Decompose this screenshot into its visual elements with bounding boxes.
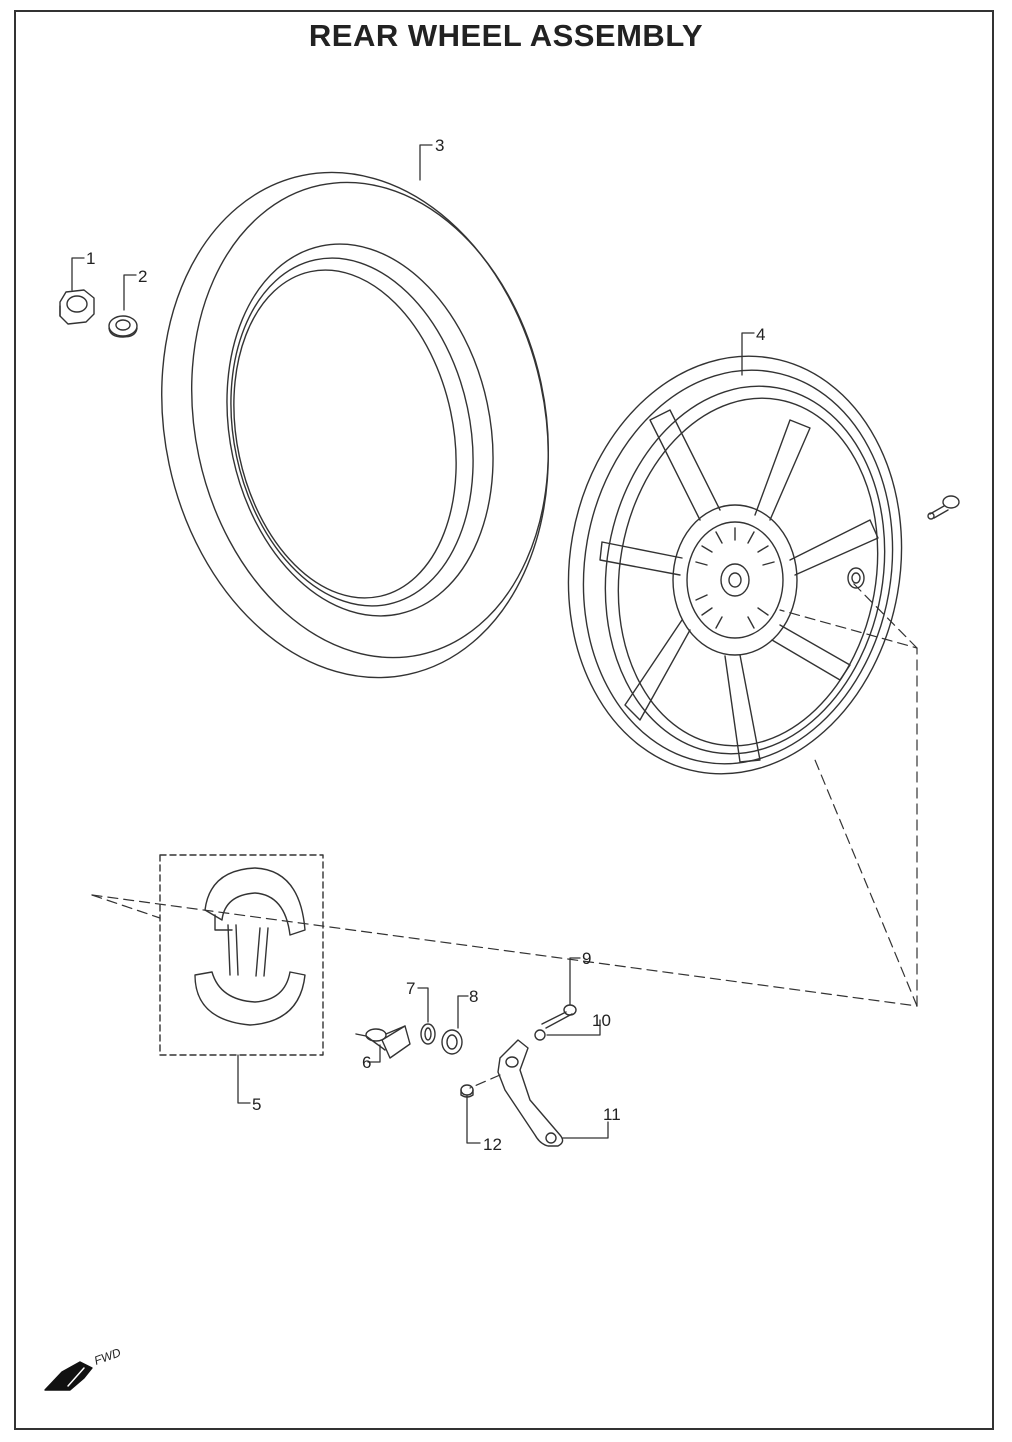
part-5-brake-shoe-set-icon <box>159 854 324 1056</box>
assembly-guide-lines <box>91 579 918 1089</box>
callout-3: 3 <box>435 136 444 155</box>
callout-10: 10 <box>592 1011 611 1030</box>
part-9-bolt-icon <box>541 1004 577 1029</box>
part-11-brake-arm-icon <box>497 1039 564 1147</box>
page-frame <box>14 10 994 1430</box>
part-8-washer-icon <box>441 1029 463 1055</box>
callout-4: 4 <box>756 325 765 344</box>
callout-9: 9 <box>582 949 591 968</box>
callout-11: 11 <box>603 1105 621 1124</box>
callout-8: 8 <box>469 987 478 1006</box>
part-12-nut-icon <box>460 1084 474 1098</box>
part-10-spring-icon <box>534 1029 546 1041</box>
part-7-o-ring-icon <box>420 1023 436 1045</box>
part-2-washer-icon <box>108 315 138 338</box>
diagram-title: REAR WHEEL ASSEMBLY <box>308 18 704 53</box>
callout-6: 6 <box>362 1053 371 1072</box>
fwd-arrow-icon <box>44 1361 93 1391</box>
callout-leaders <box>71 144 755 1144</box>
callout-12: 12 <box>483 1135 502 1154</box>
fwd-label: FWD <box>92 1345 123 1368</box>
callout-2: 2 <box>138 267 147 286</box>
part-1-nut-icon <box>59 289 95 325</box>
part-4-wheel-rim-icon <box>567 355 903 775</box>
axle-bolt-icon <box>927 495 960 520</box>
callout-1: 1 <box>86 249 95 268</box>
callout-5: 5 <box>252 1095 261 1114</box>
part-3-tire-icon <box>161 171 550 679</box>
part-6-brake-cam-icon <box>355 1025 411 1059</box>
callout-7: 7 <box>406 979 415 998</box>
